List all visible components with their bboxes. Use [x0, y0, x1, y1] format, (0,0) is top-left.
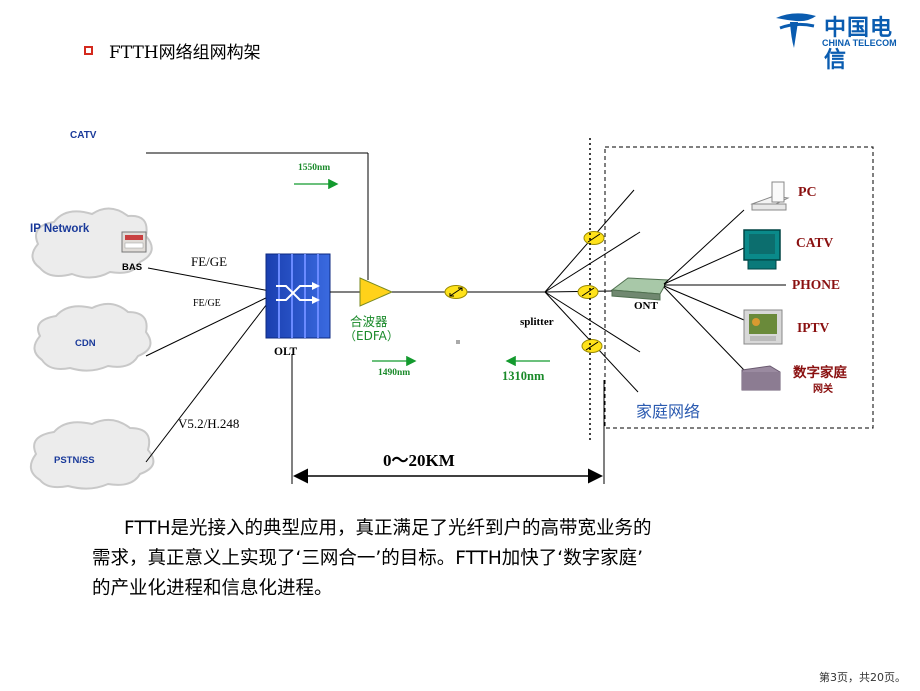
tv-monitor-icon	[743, 229, 781, 270]
cdn-olt-line	[145, 295, 271, 357]
pstn-cloud	[29, 418, 155, 490]
ftth-diagram	[29, 138, 874, 490]
page-number: 第3页，共20页。	[819, 671, 906, 684]
description-paragraph: FTTH是光接入的典型应用，真正满足了光纤到户的高带宽业务的 需求，真正意义上实…	[92, 514, 812, 604]
fiber-connector-icon	[583, 231, 605, 245]
china-telecom-logo: 中国电信 CHINA TELECOM	[772, 8, 912, 73]
bas-label: BAS	[122, 262, 143, 273]
ont-label: ONT	[634, 300, 658, 312]
page-title: FTTH网络组网构架	[109, 43, 261, 63]
ont-fanout	[663, 209, 786, 371]
pstn-label: PSTN/SS	[54, 455, 95, 466]
home-gateway-icon	[741, 365, 781, 391]
slide-header: FTTH网络组网构架	[84, 38, 261, 63]
olt-label: OLT	[274, 346, 298, 358]
fiber-connector-icon	[581, 339, 603, 353]
wavelength-1550: 1550nm	[298, 163, 331, 173]
device-gateway-label-2: 网关	[813, 384, 833, 395]
paragraph-line-1: FTTH是光接入的典型应用，真正满足了光纤到户的高带宽业务的	[124, 518, 652, 539]
splitter-fanout	[544, 189, 641, 393]
cdn-cloud	[33, 302, 152, 372]
link-voice: V5.2/H.248	[178, 416, 240, 431]
fiber-connector-icon	[444, 285, 468, 299]
home-network-box	[604, 146, 874, 429]
distance-label: 0～20KM	[383, 451, 455, 470]
home-network-label: 家庭网络	[636, 402, 701, 421]
wavelength-1310: 1310nm	[502, 369, 545, 383]
edfa-amplifier-icon	[359, 277, 394, 307]
pc-icon	[750, 181, 790, 211]
splitter-label: splitter	[520, 316, 554, 328]
device-iptv-label: IPTV	[797, 320, 830, 335]
logo-cn-text: 中国电信	[824, 16, 894, 73]
telecom-logo-icon	[776, 13, 816, 48]
olt-device-icon	[265, 253, 331, 339]
link-fe-ge-2: FE/GE	[193, 298, 221, 309]
wavelength-1490: 1490nm	[378, 368, 411, 378]
device-catv-label: CATV	[796, 235, 834, 250]
ip-olt-line	[147, 267, 271, 292]
bas-device-icon	[121, 231, 147, 253]
paragraph-line-3: 的产业化进程和信息化进程。	[92, 578, 333, 599]
logo-en-text: CHINA TELECOM	[822, 38, 897, 48]
ont-device-icon	[610, 277, 669, 301]
ip-network-cloud	[31, 207, 153, 279]
edfa-label-line1: 合波器	[350, 314, 388, 329]
device-gateway-label-1: 数字家庭	[793, 365, 847, 381]
ip-network-label: IP Network	[30, 223, 90, 235]
paragraph-line-2: 需求，真正意义上实现了‘三网合一’的目标。FTTH加快了‘数字家庭’	[92, 548, 644, 569]
bullet-icon	[84, 46, 93, 55]
cdn-label: CDN	[75, 338, 96, 349]
device-pc-label: PC	[798, 185, 817, 200]
device-phone-label: PHONE	[792, 277, 841, 292]
pstn-olt-line	[145, 299, 271, 463]
fiber-connector-icon	[577, 285, 599, 299]
edfa-label-line2: （EDFA）	[344, 329, 399, 343]
catv-source-label: CATV	[70, 130, 97, 141]
link-fe-ge-1: FE/GE	[191, 254, 228, 269]
iptv-icon	[743, 309, 783, 345]
